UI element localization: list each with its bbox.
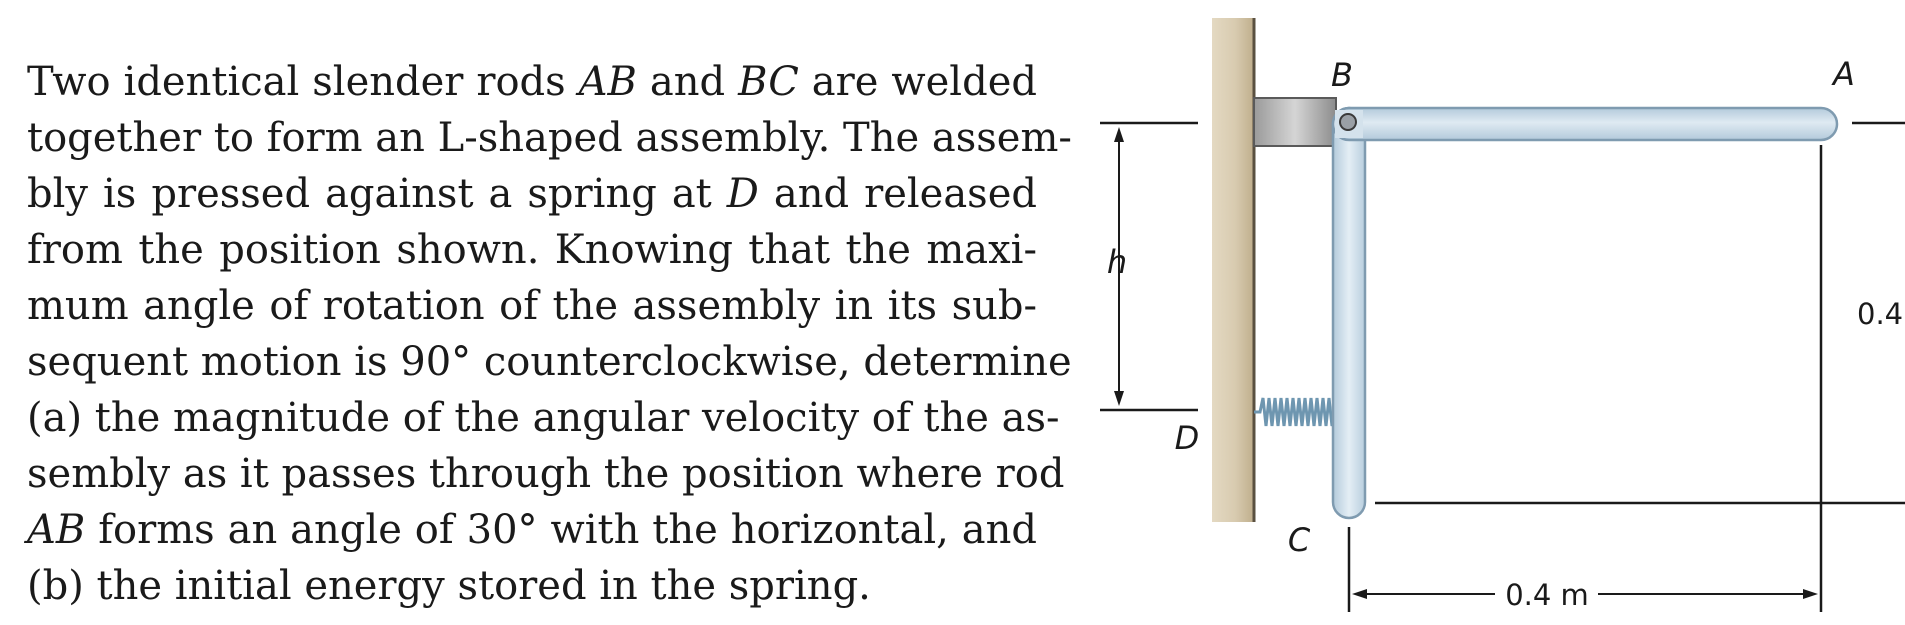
problem-text: mum angle of rotation of the assembly in… (27, 283, 1037, 329)
math-symbol: D (726, 171, 759, 217)
problem-line: together to form an L-shaped assembly. T… (27, 110, 1072, 166)
problem-line: sequent motion is 90° counterclockwise, … (27, 334, 1072, 390)
h-arrow-top (1114, 127, 1124, 142)
label-h: h (1107, 243, 1127, 281)
hz-arrow-left (1352, 589, 1367, 599)
problem-text: are welded (798, 59, 1037, 105)
pin-b (1339, 113, 1357, 131)
problem-text: and released (758, 171, 1037, 217)
spring (1254, 397, 1338, 427)
label-c: C (1288, 521, 1311, 559)
wall (1212, 18, 1254, 522)
problem-text: sembly as it passes through the position… (27, 451, 1065, 497)
problem-text: Two identical slender rods (27, 59, 579, 105)
problem-line: mum angle of rotation of the assembly in… (27, 278, 1037, 334)
figure-svg: B A C D h 0.4 m 0.4 m (1100, 18, 1905, 612)
problem-line: from the position shown. Knowing that th… (27, 222, 1037, 278)
dim-vertical-label: 0.4 m (1857, 297, 1905, 331)
problem-line: sembly as it passes through the position… (27, 446, 1064, 502)
problem-text: forms an angle of 30° with the horizonta… (85, 507, 1037, 553)
problem-text: and (636, 59, 739, 105)
problem-text: bly is pressed against a spring at (27, 171, 727, 217)
rod-ab (1331, 106, 1839, 142)
rod-bc (1331, 106, 1367, 520)
figure-l-shaped-assembly: B A C D h 0.4 m 0.4 m (1090, 0, 1905, 625)
problem-statement: Two identical slender rods AB and BC are… (27, 54, 1072, 614)
problem-line: AB forms an angle of 30° with the horizo… (27, 502, 1037, 558)
bracket (1253, 97, 1337, 147)
problem-text: together to form an L-shaped assembly. T… (27, 115, 1072, 161)
math-symbol: AB (578, 59, 637, 105)
math-symbol: AB (27, 507, 86, 553)
problem-line: (b) the initial energy stored in the spr… (27, 558, 1037, 614)
hz-arrow-right (1803, 589, 1818, 599)
problem-text: sequent motion is 90° counterclockwise, … (27, 339, 1072, 385)
problem-line: Two identical slender rods AB and BC are… (27, 54, 1037, 110)
dim-horizontal-label: 0.4 m (1505, 578, 1589, 612)
label-a: A (1831, 55, 1855, 93)
label-d: D (1175, 419, 1200, 457)
label-b: B (1331, 56, 1353, 94)
math-symbol: BC (738, 59, 799, 105)
problem-line: bly is pressed against a spring at D and… (27, 166, 1037, 222)
problem-text: (a) the magnitude of the angular velocit… (27, 395, 1060, 441)
problem-text: from the position shown. Knowing that th… (27, 227, 1037, 273)
problem-line: (a) the magnitude of the angular velocit… (27, 390, 1059, 446)
h-arrow-bottom (1114, 391, 1124, 406)
problem-text: (b) the initial energy stored in the spr… (27, 563, 871, 609)
